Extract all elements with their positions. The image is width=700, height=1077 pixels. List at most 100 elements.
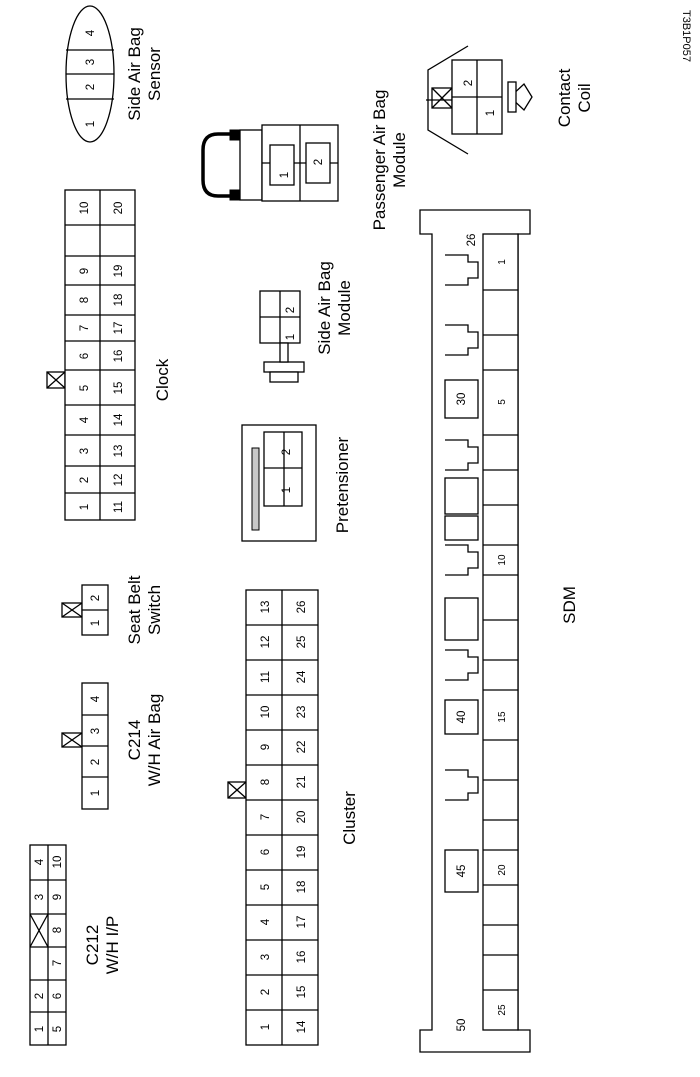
clock-pin-11: 11 [113,501,125,513]
contact-coil-label: ContactCoil [555,68,594,127]
cluster-pin-23: 23 [296,706,308,719]
c214-connector: 1 2 3 4 C214W/H Air Bag [61,682,164,810]
cluster-pin-26: 26 [296,601,308,614]
clock-pin-10: 10 [79,202,91,215]
seat-belt-pin-2: 2 [90,595,102,601]
clock-pin-19: 19 [113,265,125,278]
side-sensor-pin-1: 1 [85,121,97,127]
clock-pin-14: 14 [113,413,125,426]
seat-belt-switch-connector: 1 2 Seat BeltSwitch [61,575,164,645]
cluster-pin-4: 4 [260,918,272,925]
cluster-pin-7: 7 [260,814,272,820]
clock-pin-12: 12 [113,474,125,487]
c214-pin-2: 2 [90,759,102,765]
contact-coil-pin-1: 1 [485,110,497,116]
sdm-pin-1: 1 [497,259,508,265]
cluster-pin-9: 9 [260,744,272,750]
sdm-pin-40: 40 [456,711,468,724]
sdm-connector: 50 45 40 30 26 25 20 15 10 5 1 SDM [419,209,579,1053]
c214-pin-1: 1 [90,790,102,796]
c212-pin-10: 10 [52,856,64,869]
clock-pin-20: 20 [113,202,125,215]
cluster-pin-15: 15 [296,986,308,999]
passenger-air-bag-module-connector: 1 2 Passenger Air BagModule [201,90,409,231]
cluster-pin-12: 12 [260,636,272,649]
c212-pin-2: 2 [34,993,46,999]
clock-pin-6: 6 [79,353,91,359]
cluster-pin-6: 6 [260,849,272,855]
side-module-pin-1: 1 [285,334,297,340]
c212-pin-8: 8 [52,927,64,933]
cluster-pin-21: 21 [296,776,308,789]
cluster-pin-3: 3 [260,954,272,960]
cluster-pin-11: 11 [260,671,272,683]
passenger-air-bag-module-label: Passenger Air BagModule [370,90,409,231]
c212-pin-1: 1 [34,1026,46,1032]
clock-pin-18: 18 [113,294,125,307]
cluster-pin-25: 25 [296,636,308,649]
c212-pin-7: 7 [52,960,64,966]
side-air-bag-module-connector: 1 2 Side Air BagModule [259,261,354,383]
sdm-pin-50: 50 [456,1019,468,1032]
side-sensor-pin-4: 4 [85,29,97,36]
cluster-pin-5: 5 [260,884,272,890]
clock-pin-2: 2 [79,477,91,483]
contact-coil-connector: 1 2 ContactCoil [426,45,594,155]
cluster-pin-19: 19 [296,846,308,859]
cluster-pin-20: 20 [296,811,308,824]
side-module-pin-2: 2 [285,307,297,313]
clock-pin-5: 5 [79,385,91,391]
c214-pin-3: 3 [90,728,102,734]
clock-pin-15: 15 [113,382,125,395]
clock-label: Clock [153,358,172,401]
c212-pin-3: 3 [34,894,46,900]
clock-pin-16: 16 [113,350,125,363]
contact-coil-pin-2: 2 [463,80,475,86]
clock-pin-17: 17 [113,322,125,335]
cluster-pin-1: 1 [260,1024,272,1030]
cluster-label: Cluster [340,791,359,845]
cluster-pin-22: 22 [296,741,308,754]
cluster-pin-13: 13 [260,601,272,614]
c214-label: C214W/H Air Bag [125,694,164,787]
pretensioner-label: Pretensioner [333,436,352,533]
cluster-pin-10: 10 [260,706,272,719]
sdm-label: SDM [560,586,579,624]
cluster-pin-17: 17 [296,916,308,929]
sdm-outline [419,209,531,1053]
cluster-pin-24: 24 [296,670,308,683]
clock-pin-4: 4 [79,416,91,423]
side-air-bag-sensor-label: Side Air BagSensor [125,27,164,121]
sdm-pin-26: 26 [466,234,478,247]
pretensioner-pin-1: 1 [281,487,293,493]
c212-pin-4: 4 [34,858,46,865]
c212-pin-5: 5 [52,1026,64,1032]
figure-id: T3B1P057 [680,10,692,62]
cluster-pin-16: 16 [296,951,308,964]
c212-pin-9: 9 [52,894,64,900]
cluster-pin-14: 14 [296,1020,308,1033]
clock-connector: 1 2 3 4 5 6 7 8 9 10 11 12 13 14 15 16 1… [46,189,172,521]
sdm-pin-10: 10 [497,554,508,566]
seat-belt-pin-1: 1 [90,620,102,626]
cluster-pin-8: 8 [260,779,272,785]
c214-pin-4: 4 [90,695,102,702]
cluster-pin-2: 2 [260,989,272,995]
clock-pin-9: 9 [79,268,91,274]
sdm-pin-15: 15 [497,711,508,723]
clock-pin-3: 3 [79,448,91,454]
side-air-bag-module-label: Side Air BagModule [315,261,354,355]
c212-label: C212W/H I/P [83,916,122,975]
sdm-pin-30: 30 [456,393,468,406]
clock-pin-8: 8 [79,297,91,303]
sdm-pin-45: 45 [456,865,468,878]
side-sensor-pin-3: 3 [85,59,97,65]
pretensioner-connector: 1 2 Pretensioner [241,424,352,542]
c212-connector: 1 2 3 4 5 6 7 8 9 10 C212W/H I/P [29,844,122,1046]
sdm-pin-5: 5 [497,399,508,405]
seat-belt-switch-label: Seat BeltSwitch [125,575,164,644]
c212-pin-6: 6 [52,993,64,999]
pretensioner-pin-2: 2 [281,449,293,455]
clock-pin-7: 7 [79,325,91,331]
